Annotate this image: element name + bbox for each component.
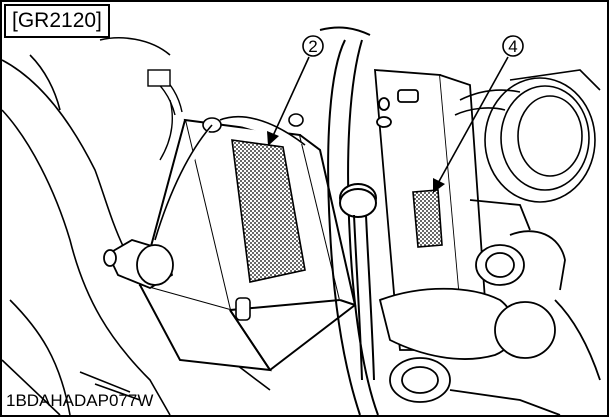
figure-reference-label: [GR2120]	[4, 4, 110, 38]
callout-4-leader	[436, 56, 509, 186]
callout-4-circle	[502, 35, 524, 57]
radiator-block	[374, 69, 486, 351]
reservoir-cap	[339, 183, 377, 381]
callout-2-arrowhead	[267, 131, 279, 146]
callout-4-arrowhead	[433, 178, 445, 193]
battery-terminals	[154, 113, 306, 321]
callout-2-leader	[271, 56, 310, 139]
radiator-label-patch	[412, 189, 443, 248]
battery-label-patch	[231, 139, 306, 283]
air-cleaner	[454, 69, 601, 203]
callout-2-circle	[302, 35, 324, 57]
center-frame	[319, 26, 379, 416]
callout-4-number: 4	[508, 37, 517, 56]
callout-2-number: 2	[308, 37, 317, 56]
wire-harness	[147, 69, 183, 161]
engine-hoses	[378, 199, 601, 416]
callout-2: 2	[267, 35, 324, 146]
cable-connector	[103, 239, 174, 290]
callout-4: 4	[433, 35, 524, 193]
figure-code: 1BDAHADAP077W	[6, 391, 154, 410]
